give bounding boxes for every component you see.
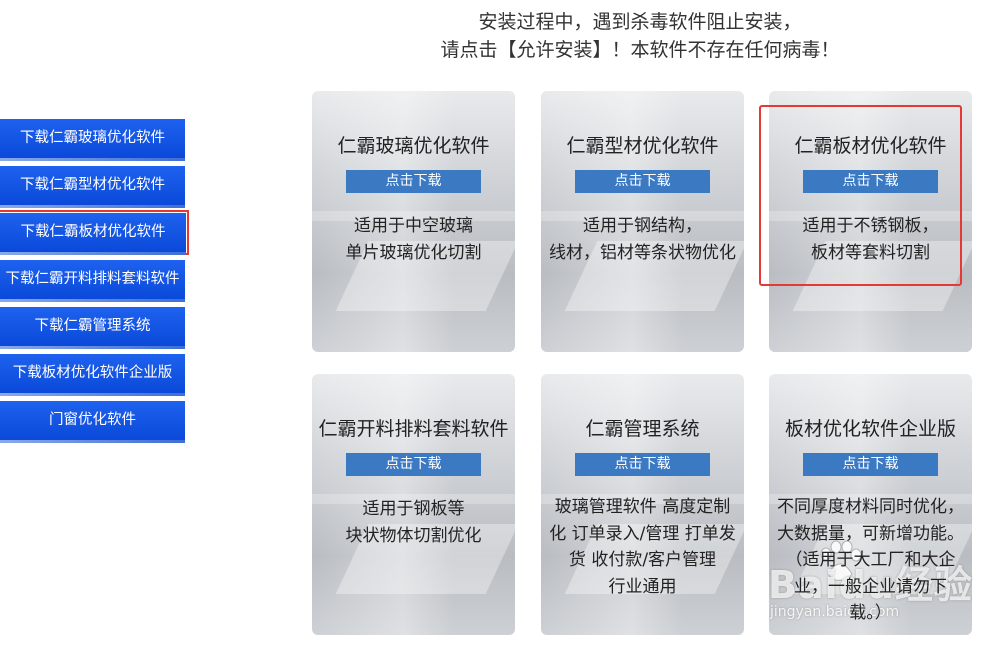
notice-line-1: 安装过程中，遇到杀毒软件阻止安装， (478, 11, 802, 33)
product-card-board: 仁霸板材优化软件 点击下载 适用于不锈钢板， 板材等套料切割 (769, 91, 972, 352)
desc-line: 货 收付款/客户管理 (568, 550, 717, 570)
desc-line: 不同厚度材料同时优化， (777, 497, 964, 517)
download-button[interactable]: 点击下载 (803, 453, 938, 476)
desc-line: 板材等套料切割 (811, 243, 930, 263)
product-grid: 仁霸玻璃优化软件 点击下载 适用于中空玻璃 单片玻璃优化切割 仁霸型材优化软件 … (312, 91, 972, 637)
desc-line: 线材，铝材等条状物优化 (549, 243, 736, 263)
download-button[interactable]: 点击下载 (575, 453, 710, 476)
card-description: 适用于钢板等 块状物体切割优化 (312, 496, 515, 550)
download-button[interactable]: 点击下载 (346, 453, 481, 476)
card-title: 仁霸管理系统 (585, 418, 700, 440)
sidebar-item-window[interactable]: 门窗优化软件 (0, 401, 185, 443)
card-title: 仁霸开料排料套料软件 (318, 418, 509, 440)
desc-line: 块状物体切割优化 (345, 526, 482, 546)
desc-line: 化 订单录入/管理 打单发 (549, 523, 736, 544)
desc-line: 业，一般企业请勿下 (794, 576, 947, 597)
desc-line: （适用于大工厂和大企 (785, 550, 956, 570)
sidebar-item-management[interactable]: 下载仁霸管理系统 (0, 307, 185, 349)
download-button[interactable]: 点击下载 (346, 170, 481, 193)
install-notice: 安装过程中，遇到杀毒软件阻止安装， 请点击【允许安装】！本软件不存在任何病毒！ (300, 8, 980, 64)
desc-line: 适用于钢板等 (362, 499, 465, 519)
product-card-enterprise: 板材优化软件企业版 点击下载 不同厚度材料同时优化， 大数据量，可新增功能。 （… (769, 374, 972, 635)
desc-line: 大数据量，可新增功能。 (777, 523, 964, 544)
sidebar-item-board[interactable]: 下载仁霸板材优化软件 (0, 210, 189, 255)
product-card-profile: 仁霸型材优化软件 点击下载 适用于钢结构， 线材，铝材等条状物优化 (541, 91, 744, 352)
card-description: 适用于不锈钢板， 板材等套料切割 (769, 213, 972, 267)
card-title: 板材优化软件企业版 (784, 418, 956, 440)
desc-line: 玻璃管理软件 高度定制 (554, 497, 731, 517)
product-card-glass: 仁霸玻璃优化软件 点击下载 适用于中空玻璃 单片玻璃优化切割 (312, 91, 515, 352)
desc-line: 行业通用 (608, 576, 677, 597)
card-title: 仁霸型材优化软件 (566, 135, 719, 157)
download-button[interactable]: 点击下载 (803, 170, 938, 193)
desc-line: 载。） (849, 603, 892, 623)
download-button[interactable]: 点击下载 (575, 170, 710, 193)
sidebar: 下载仁霸玻璃优化软件 下载仁霸型材优化软件 下载仁霸板材优化软件 下载仁霸开料排… (0, 119, 189, 448)
sidebar-item-cutting[interactable]: 下载仁霸开料排料套料软件 (0, 260, 185, 302)
card-title: 仁霸板材优化软件 (794, 135, 947, 157)
desc-line: 适用于不锈钢板， (802, 216, 939, 236)
notice-line-2: 请点击【允许安装】！本软件不存在任何病毒！ (440, 39, 840, 61)
card-description: 不同厚度材料同时优化， 大数据量，可新增功能。 （适用于大工厂和大企 业，一般企… (769, 494, 972, 627)
product-card-cutting: 仁霸开料排料套料软件 点击下载 适用于钢板等 块状物体切割优化 (312, 374, 515, 635)
sidebar-item-profile[interactable]: 下载仁霸型材优化软件 (0, 166, 185, 208)
card-description: 适用于中空玻璃 单片玻璃优化切割 (312, 213, 515, 267)
sidebar-item-enterprise[interactable]: 下载板材优化软件企业版 (0, 354, 185, 396)
desc-line: 适用于中空玻璃 (354, 216, 473, 236)
card-description: 玻璃管理软件 高度定制 化 订单录入/管理 打单发 货 收付款/客户管理 行业通… (541, 494, 744, 600)
card-description: 适用于钢结构， 线材，铝材等条状物优化 (541, 213, 744, 267)
product-card-management: 仁霸管理系统 点击下载 玻璃管理软件 高度定制 化 订单录入/管理 打单发 货 … (541, 374, 744, 635)
desc-line: 适用于钢结构， (583, 216, 702, 236)
desc-line: 单片玻璃优化切割 (345, 243, 482, 263)
card-title: 仁霸玻璃优化软件 (337, 135, 490, 157)
sidebar-item-glass[interactable]: 下载仁霸玻璃优化软件 (0, 119, 185, 161)
